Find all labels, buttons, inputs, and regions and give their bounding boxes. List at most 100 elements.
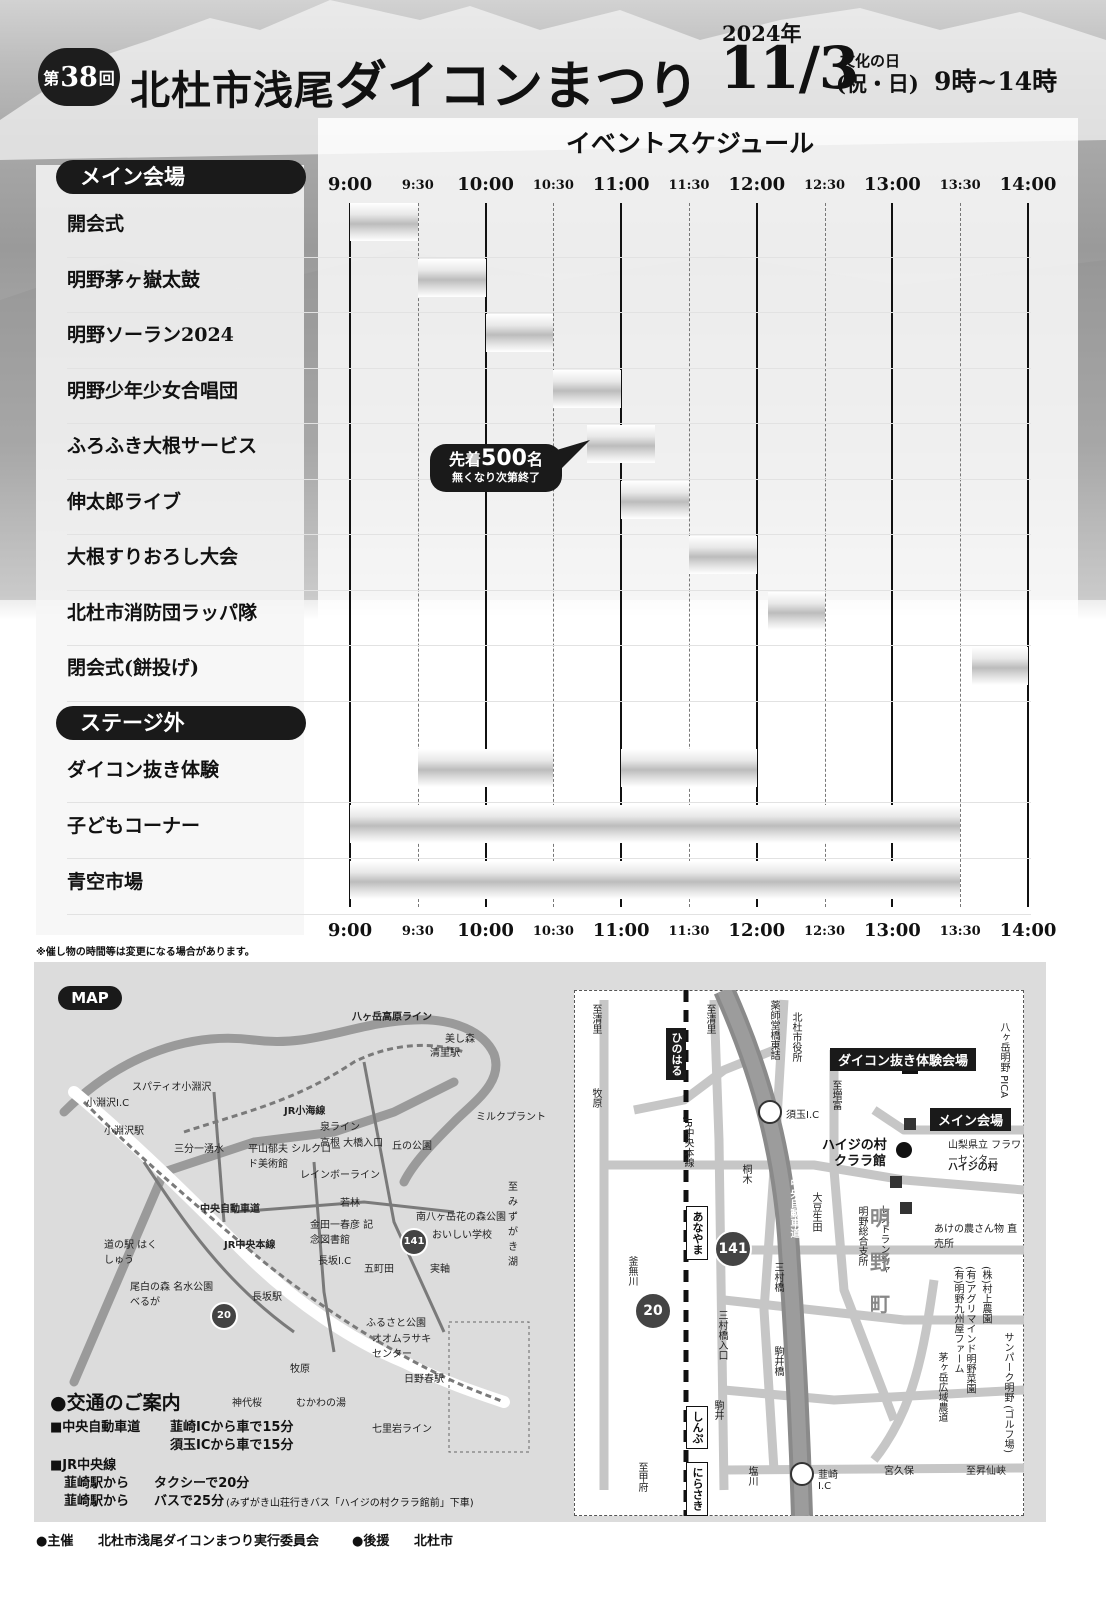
map-jindai: 神代桜: [232, 1398, 262, 1409]
map-chuo-exp: 中央自動車道: [200, 1204, 260, 1215]
inset-oomameu: 大豆生田: [810, 1192, 821, 1232]
title-main: ダイコンまつり: [335, 56, 700, 117]
holiday-name: 文化の日: [840, 52, 901, 70]
inset-heidi-line1: ハイジの村: [822, 1138, 887, 1153]
inset-hinoharu-road: ひのはる: [666, 1028, 686, 1080]
time-gridline: [891, 203, 894, 907]
event-label: 閉会式(餅投げ): [67, 657, 199, 679]
map-makihara: 牧原: [290, 1364, 310, 1375]
time-tick-top: 11:30: [668, 178, 710, 193]
event-label: ふろふき大根サービス: [67, 435, 258, 457]
time-gridline: [484, 203, 487, 907]
map-hirayama: 平山郁夫 シルクロード美術館: [248, 1144, 342, 1170]
time-tick-bottom: 9:00: [327, 920, 373, 941]
callout-pointer: [550, 440, 590, 470]
time-gridline: [553, 203, 555, 907]
area-map-roads: [59, 1015, 530, 1453]
event-label: 伸太郎ライブ: [67, 490, 182, 513]
event-bar: [350, 861, 961, 899]
map-nagasaka-st: 長坂駅: [252, 1292, 282, 1303]
event-bar: [587, 425, 656, 463]
event-label: 明野ソーラン2024: [67, 324, 234, 346]
inset-route-141-icon: 141: [714, 1230, 752, 1268]
event-bar: [621, 749, 757, 787]
event-bar: [417, 258, 486, 297]
time-tick-top: 11:00: [592, 174, 650, 195]
map-jr-chuo: JR中央本線: [224, 1240, 276, 1251]
event-bar: [768, 591, 825, 630]
inset-to-kofu: 至甲府: [636, 1462, 647, 1492]
holiday-days: (祝・日): [836, 71, 919, 96]
inset-sudama-ic: 須玉I.C: [786, 1110, 820, 1121]
event-label: 明野少年少女合唱団: [67, 379, 239, 402]
map-spa-kobuchisawa: スパティオ小淵沢: [132, 1082, 212, 1093]
inset-kayagatake: 茅ヶ岳広域農道: [936, 1352, 947, 1422]
inset-daikon-venue-tag: ダイコン抜き体験会場: [830, 1048, 977, 1071]
map-utsukushimori: 美し森: [445, 1034, 475, 1045]
event-bar: [689, 536, 757, 574]
event-bar: [485, 314, 554, 352]
event-bar: [417, 749, 554, 787]
inset-makihara: 牧原: [590, 1088, 601, 1108]
event-year: 2024年: [722, 21, 802, 46]
map-route-20-icon: 20: [210, 1302, 238, 1330]
inset-flower-center: 山梨県立 フラワーセンター: [948, 1140, 1022, 1166]
row-separator: [67, 423, 1031, 424]
title-place: 北杜市浅尾: [130, 67, 335, 114]
map-sanei: 実軸: [430, 1264, 450, 1275]
map-wakaba: 若林: [340, 1198, 360, 1209]
inset-sunpark: サンパーク明野 (ゴルフ場): [1002, 1332, 1013, 1453]
time-gridline: [755, 203, 758, 907]
time-tick-top: 9:30: [401, 178, 434, 193]
inset-main-venue-tag: メイン会場: [930, 1108, 1012, 1131]
inset-sanmurabashi-iri: 三村橋入口: [716, 1310, 727, 1360]
time-tick-bottom: 10:30: [532, 924, 574, 939]
time-tick-bottom: 12:00: [728, 920, 786, 941]
inset-shinpu-station: しんぷ: [686, 1406, 708, 1449]
row-separator: [67, 534, 1031, 535]
map-shichiri: 七里岩ライン: [372, 1424, 432, 1435]
time-tick-bottom: 10:00: [457, 920, 514, 941]
inset-restaurant: レストランシャ: [878, 1204, 889, 1274]
inset-komai: 駒井: [712, 1400, 723, 1420]
time-gridline: [824, 203, 826, 907]
row-separator: [67, 858, 1031, 859]
event-label: 開会式: [67, 213, 125, 235]
inset-akeno-char1: 明: [870, 1206, 890, 1230]
map-takane-ic: 高根 大橋入口: [320, 1138, 384, 1149]
map-kiyosato: 清里駅: [430, 1048, 460, 1059]
map-oka-park: 丘の公園: [392, 1141, 432, 1152]
map-oshiro: 尾白の森 名水公園べるが: [130, 1282, 214, 1308]
event-label: ダイコン抜き体験: [67, 759, 220, 781]
inset-chuo-exp: 中央自動車道: [788, 1178, 799, 1238]
time-gridline: [1027, 203, 1029, 907]
access-jr-line2-from: 韮崎駅から: [64, 1494, 130, 1509]
inset-agri-mind: (有)アグリマインド明野菜園: [964, 1266, 975, 1394]
footer-organizer-label: ●主催: [36, 1534, 74, 1549]
inset-miyakubo: 宮久保: [884, 1466, 914, 1477]
time-tick-bottom: 11:00: [592, 920, 650, 941]
inset-to-shosenkyo: 至昇仙峡: [966, 1466, 1006, 1477]
footer-organizer: 北杜市浅尾ダイコンまつり実行委員会: [98, 1534, 320, 1549]
event-bar: [621, 480, 689, 519]
row-separator: [67, 645, 1031, 646]
time-tick-bottom: 9:30: [401, 924, 434, 939]
inset-heidi-village: ハイジの村: [948, 1162, 998, 1173]
time-tick-top: 10:00: [457, 174, 514, 195]
map-ohmura: オオムラサキ センター: [372, 1334, 432, 1360]
map-michinoeki: 道の駅 はくしゅう: [104, 1240, 158, 1266]
map-hinoharu: 日野春駅: [404, 1374, 444, 1385]
map-kobuchisawa-ic: 小淵沢I.C: [86, 1098, 130, 1109]
time-tick-top: 13:30: [939, 178, 981, 193]
event-date: 11/3: [720, 34, 859, 102]
inset-route-20-icon: 20: [634, 1292, 672, 1330]
map-izumi-line: 泉ライン: [320, 1122, 360, 1133]
inset-akeno-kyushu: (有)明野九州屋ファーム: [952, 1266, 963, 1374]
edition-number: 38: [60, 61, 98, 93]
time-tick-top: 10:30: [532, 178, 574, 193]
footer-support-label: ●後援: [352, 1534, 390, 1549]
map-nagasaka-ic: 長坂I.C: [318, 1256, 352, 1267]
festival-title: 北杜市浅尾ダイコンまつり: [130, 44, 699, 119]
inset-murakami-farm: (株)村上農園: [980, 1266, 991, 1324]
callout-first-500: 先着500名 無くなり次第終了: [430, 444, 562, 492]
